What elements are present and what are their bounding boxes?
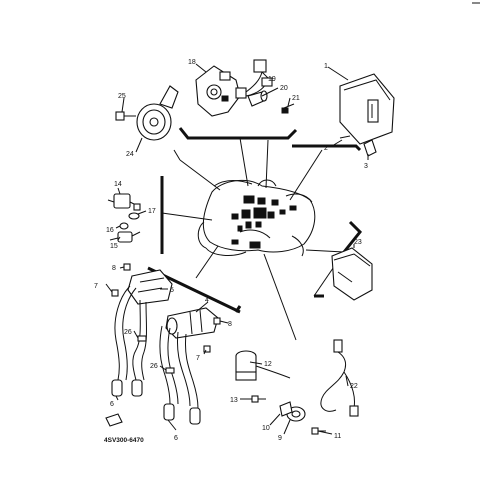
bolt-7 <box>111 289 211 353</box>
callout-5: 5 <box>170 287 174 294</box>
group-leaders <box>161 137 345 341</box>
motorcycle-electrical-marks <box>231 195 297 249</box>
callout-19: 19 <box>268 76 276 83</box>
callout-11: 11 <box>334 433 341 440</box>
bolt-25 <box>115 111 136 121</box>
ignition-coil-5 <box>127 269 173 305</box>
bushing-20 <box>247 90 268 107</box>
callout-21: 21 <box>292 95 300 102</box>
callout-9: 9 <box>278 435 282 442</box>
lead-clips-26 <box>137 335 175 374</box>
callout-labels: 1 2 3 4 5 6 6 7 7 8 8 9 10 11 12 13 14 1… <box>94 59 368 444</box>
clip-3 <box>363 139 377 157</box>
bolt-13 <box>251 395 266 403</box>
relay-23 <box>331 247 373 301</box>
sensor-14 <box>107 193 141 211</box>
group-brackets <box>147 127 363 314</box>
callout-17: 17 <box>148 208 156 215</box>
callout-8-right: 8 <box>228 321 232 328</box>
callout-3: 3 <box>364 163 368 170</box>
washer-17 <box>128 212 140 220</box>
callout-4: 4 <box>205 297 209 304</box>
washer-16 <box>119 222 129 230</box>
callout-14: 14 <box>114 181 122 188</box>
horn-24 <box>136 85 179 141</box>
callout-24: 24 <box>126 151 134 158</box>
callout-2: 2 <box>324 145 328 152</box>
spark-plug-caps <box>111 379 201 425</box>
callout-7-right: 7 <box>196 355 200 362</box>
callout-26-left: 26 <box>124 329 132 336</box>
callout-18: 18 <box>188 59 196 66</box>
sensor-15 <box>109 231 141 243</box>
callout-23: 23 <box>354 239 362 246</box>
wiring-22 <box>320 339 359 417</box>
callout-26-right: 26 <box>150 363 158 370</box>
screw-2 <box>339 135 351 139</box>
callout-leaders <box>105 63 369 435</box>
screw-21 <box>281 103 295 114</box>
bracket-icon <box>105 413 123 427</box>
callout-13: 13 <box>230 397 238 404</box>
callout-15: 15 <box>110 243 118 250</box>
callout-8-left: 8 <box>112 265 116 272</box>
starter-motor-4 <box>165 307 219 339</box>
callout-7-left: 7 <box>94 283 98 290</box>
callout-10: 10 <box>262 425 270 432</box>
callout-6-right: 6 <box>174 435 178 442</box>
sensor-9-10 <box>279 401 306 422</box>
ignition-leads-6 <box>114 285 199 409</box>
callout-1: 1 <box>324 63 328 70</box>
callout-22: 22 <box>350 383 358 390</box>
callout-6-left: 6 <box>110 401 114 408</box>
callout-20: 20 <box>280 85 288 92</box>
callout-25: 25 <box>118 93 126 100</box>
motorcycle-outline <box>197 179 316 257</box>
solenoid-12 <box>235 350 291 381</box>
control-unit-1 <box>339 73 395 145</box>
drawing-code: 4SV300-6470 <box>104 437 144 444</box>
callout-12: 12 <box>264 361 272 368</box>
callout-16: 16 <box>106 227 114 234</box>
switch-assembly-18 <box>195 59 273 117</box>
